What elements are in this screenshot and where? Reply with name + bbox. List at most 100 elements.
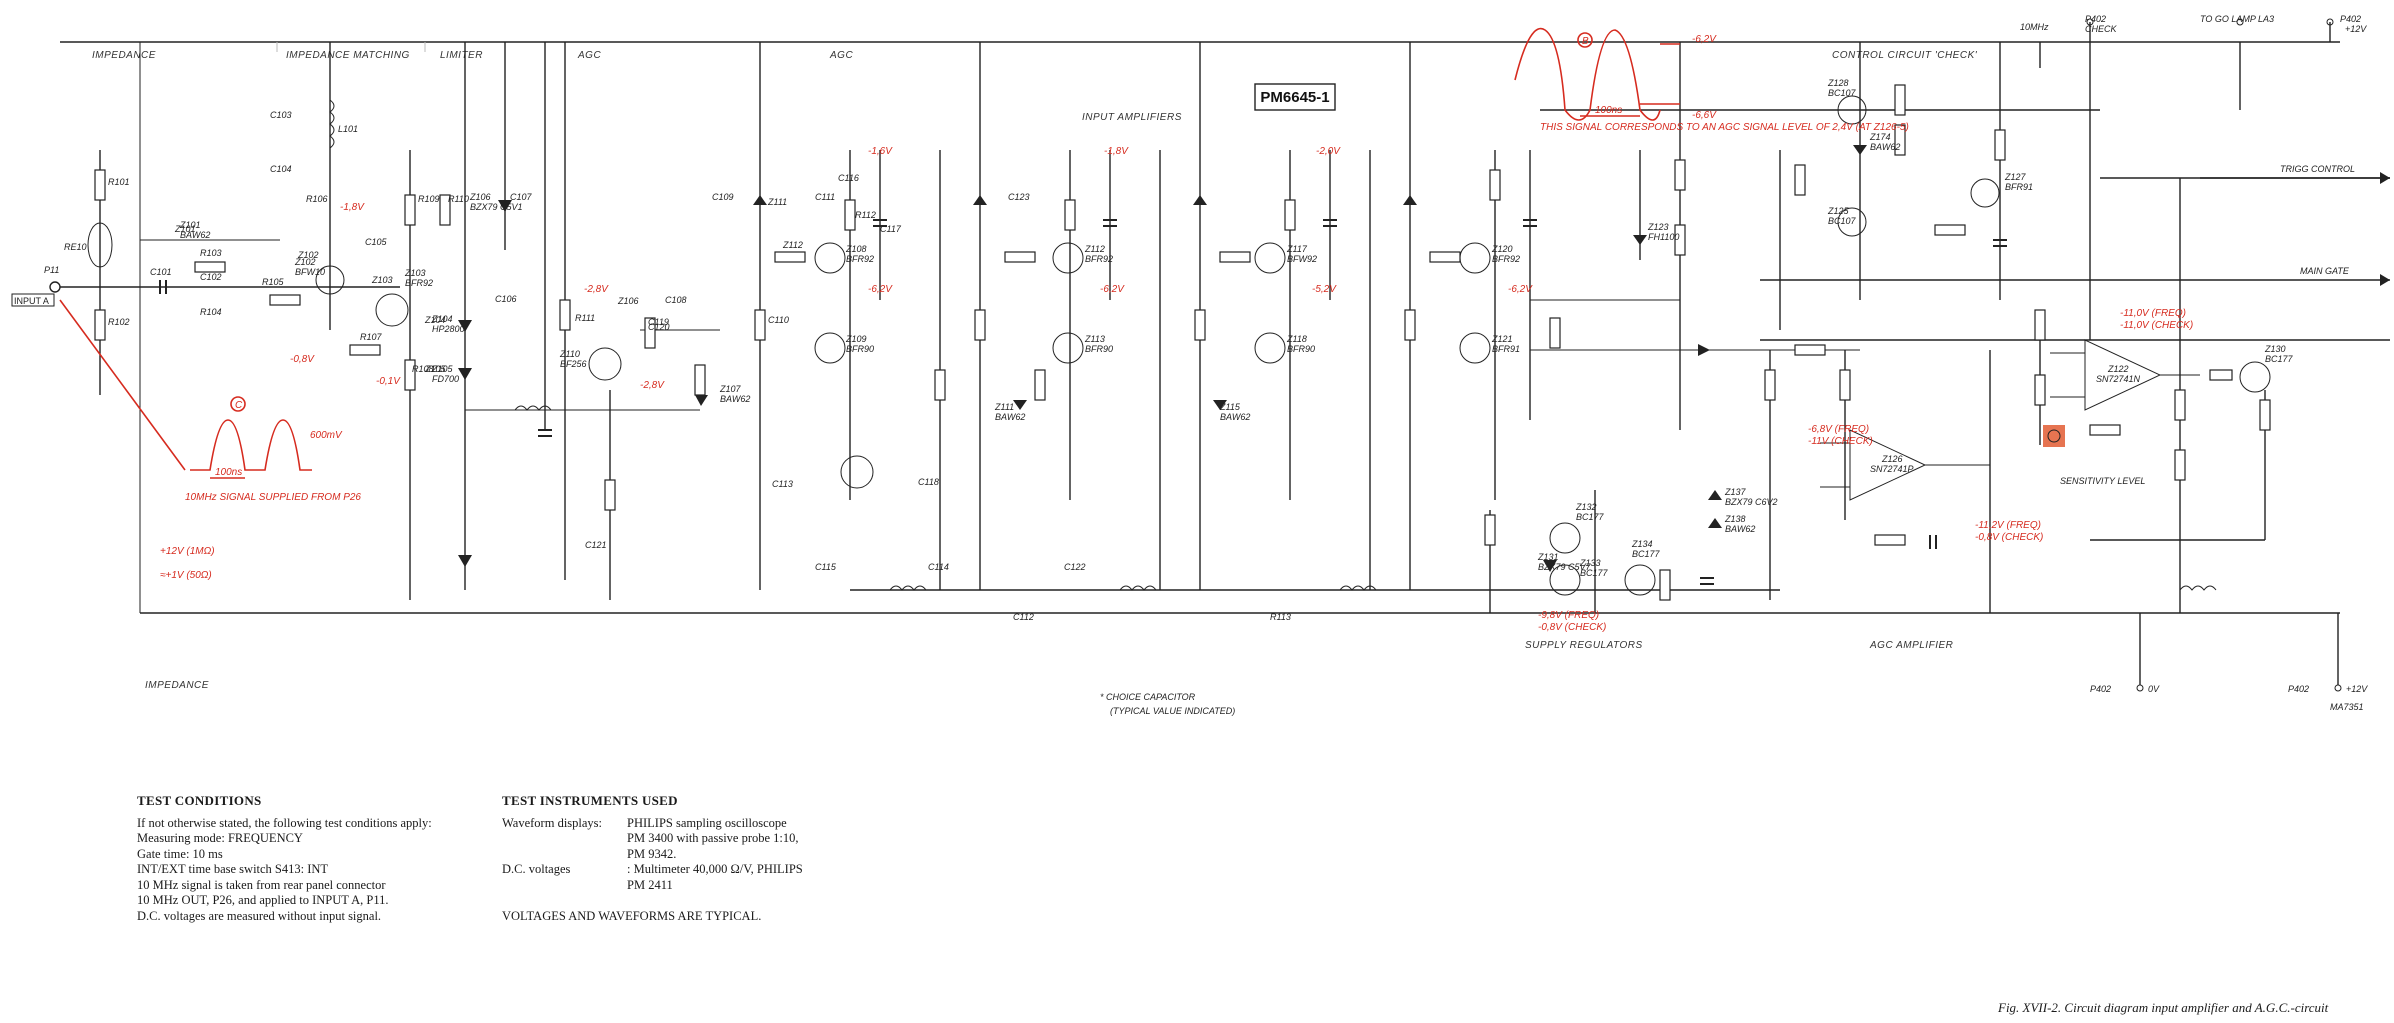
svg-text:BF256: BF256	[560, 359, 587, 369]
svg-text:R104: R104	[200, 307, 222, 317]
svg-text:BAW62: BAW62	[180, 230, 210, 240]
svg-text:-11,2V (FREQ): -11,2V (FREQ)	[1975, 520, 2041, 531]
section-supply-regulators: SUPPLY REGULATORS	[1525, 640, 1643, 651]
svg-text:(TYPICAL VALUE INDICATED): (TYPICAL VALUE INDICATED)	[1110, 706, 1235, 716]
svg-text:-6,2V: -6,2V	[1508, 284, 1533, 295]
instrument-value: PHILIPS sampling oscilloscope	[627, 815, 787, 830]
detector-section	[1530, 42, 1860, 600]
svg-text:R108: R108	[412, 364, 434, 374]
bottom-connector-p402: P402	[2090, 684, 2111, 694]
condition-line: Measuring mode: FREQUENCY	[137, 831, 303, 845]
svg-text:-11V (CHECK): -11V (CHECK)	[1808, 436, 1873, 447]
svg-text:-9,8V (FREQ): -9,8V (FREQ)	[1538, 610, 1599, 621]
svg-text:-6,6V: -6,6V	[1692, 110, 1717, 121]
svg-text:FH1100: FH1100	[1648, 232, 1679, 242]
section-labels: IMPEDANCE IMPEDANCE MATCHING LIMITER AGC…	[92, 50, 1977, 691]
svg-text:Z127: Z127	[2004, 172, 2027, 182]
svg-text:C105: C105	[365, 237, 388, 247]
svg-text:* CHOICE CAPACITOR: * CHOICE CAPACITOR	[1100, 692, 1196, 702]
voltage-annotations: -1,8V -1,6V -1,8V -2,0V -2,8V -2,8V -0,8…	[160, 34, 2193, 633]
test-conditions: TEST CONDITIONS If not otherwise stated,…	[137, 793, 497, 924]
svg-text:C120: C120	[648, 322, 670, 332]
top-connector-lamp: TO GO LAMP LA3	[2200, 14, 2274, 24]
svg-text:≈+1V (50Ω): ≈+1V (50Ω)	[160, 570, 212, 581]
svg-text:BC107: BC107	[1828, 216, 1857, 226]
svg-text:C122: C122	[1064, 562, 1086, 572]
bottom-connector-p402b: P402	[2288, 684, 2309, 694]
svg-text:-5,2V: -5,2V	[1312, 284, 1337, 295]
condition-line: Gate time: 10 ms	[137, 846, 223, 861]
svg-text:BFW10: BFW10	[295, 267, 325, 277]
svg-text:C115: C115	[815, 562, 837, 572]
svg-text:100ns: 100ns	[1595, 105, 1622, 116]
svg-text:RE10: RE10	[64, 242, 87, 252]
supply-regulators	[1484, 490, 1722, 613]
svg-text:Z105: Z105	[424, 364, 447, 374]
top-connector-12v: +12V	[2345, 24, 2367, 34]
svg-text:FD700: FD700	[432, 374, 459, 384]
svg-text:C106: C106	[495, 294, 517, 304]
instrument-row: Waveform displays: PHILIPS sampling osci…	[502, 816, 902, 863]
svg-text:BFW92: BFW92	[1287, 254, 1317, 264]
test-conditions-heading: TEST CONDITIONS	[137, 793, 262, 808]
svg-text:-0,8V (CHECK): -0,8V (CHECK)	[1538, 622, 1606, 633]
svg-text:C108: C108	[665, 295, 687, 305]
svg-text:R105: R105	[262, 277, 285, 287]
svg-text:Z107: Z107	[719, 384, 742, 394]
svg-text:BZX79 C6V2: BZX79 C6V2	[1725, 497, 1778, 507]
instrument-key: Waveform displays:	[502, 815, 603, 830]
svg-text:Z128: Z128	[1827, 78, 1849, 88]
transistor-labels: Z102 BFW10 Z103 BFR92 Z110 BF256 Z108 BF…	[294, 78, 2294, 578]
diagram-title: PM6645-1	[1254, 83, 1336, 111]
svg-text:Z174: Z174	[1869, 132, 1891, 142]
svg-text:BFR90: BFR90	[1085, 344, 1113, 354]
svg-text:C111: C111	[815, 192, 835, 202]
instrument-value: PM 9342.	[627, 846, 677, 861]
svg-text:-2,0V: -2,0V	[1316, 146, 1341, 157]
svg-text:R106: R106	[306, 194, 328, 204]
svg-text:R103: R103	[200, 248, 222, 258]
svg-text:600mV: 600mV	[310, 430, 343, 441]
svg-text:C101: C101	[150, 267, 172, 277]
svg-text:Z103: Z103	[404, 268, 426, 278]
amplifier-stage-2	[973, 42, 1161, 591]
top-connector-p402: P402	[2085, 14, 2106, 24]
svg-text:HP2800: HP2800	[432, 324, 465, 334]
svg-text:R113: R113	[1270, 612, 1291, 622]
input-section: P11 INPUT A	[11, 42, 400, 613]
figure-caption: Fig. XVII-2. Circuit diagram input ampli…	[1998, 1000, 2329, 1015]
svg-text:Z118: Z118	[1286, 334, 1307, 344]
svg-text:+12V (1MΩ): +12V (1MΩ)	[160, 546, 215, 557]
amplifier-stage-1	[753, 42, 946, 591]
rv-highlight	[2043, 425, 2065, 447]
svg-text:Z117: Z117	[1286, 244, 1308, 254]
section-input-amplifiers: INPUT AMPLIFIERS	[1082, 112, 1182, 123]
svg-text:BAW62: BAW62	[1220, 412, 1250, 422]
svg-text:Z101: Z101	[179, 220, 201, 230]
svg-text:Z138: Z138	[1724, 514, 1746, 524]
svg-text:C114: C114	[928, 562, 949, 572]
svg-text:Z130: Z130	[2264, 344, 2286, 354]
input-connector-ref: P11	[44, 265, 59, 275]
svg-text:BFR90: BFR90	[846, 344, 874, 354]
svg-text:-0,8V: -0,8V	[290, 354, 315, 365]
section-impedance: IMPEDANCE	[92, 50, 156, 61]
svg-text:10MHz SIGNAL SUPPLIED FROM P26: 10MHz SIGNAL SUPPLIED FROM P26	[185, 492, 361, 503]
svg-text:Z137: Z137	[1724, 487, 1747, 497]
svg-text:SN72741N: SN72741N	[2096, 374, 2141, 384]
svg-text:Z111: Z111	[994, 402, 1014, 412]
svg-text:BAW62: BAW62	[1725, 524, 1755, 534]
bottom-connector-0v: 0V	[2148, 684, 2160, 694]
svg-text:Z102: Z102	[297, 250, 319, 260]
svg-text:R101: R101	[108, 177, 130, 187]
svg-text:BC177: BC177	[1576, 512, 1605, 522]
section-agc-amplifier: AGC AMPLIFIER	[1869, 640, 1953, 651]
svg-text:BC177: BC177	[2265, 354, 2294, 364]
output-connectors: TRIGG CONTROL MAIN GATE 10MHz P402 CHECK…	[1760, 14, 2390, 712]
svg-text:-2,8V: -2,8V	[584, 284, 609, 295]
svg-text:SN72741P: SN72741P	[1870, 464, 1914, 474]
amplifier-stage-3	[1193, 42, 1377, 591]
svg-text:Z133: Z133	[1579, 558, 1601, 568]
instrument-value: PM 3400 with passive probe 1:10,	[627, 831, 799, 845]
